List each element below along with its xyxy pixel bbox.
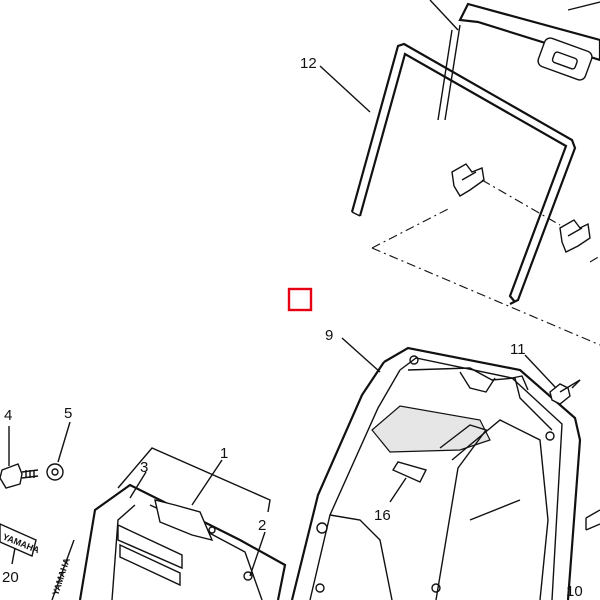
callout-2: 2: [258, 517, 266, 534]
part-1-front-cover[interactable]: YAMAHA: [50, 483, 287, 600]
part-12-seal-gasket[interactable]: [350, 42, 577, 305]
callout-10: 10: [566, 583, 583, 600]
leader-16: [389, 477, 407, 503]
leader-12: [319, 65, 371, 113]
part-11-bolt[interactable]: [549, 379, 581, 405]
assembly-line-lower: [371, 247, 600, 346]
red-highlight-marker: [287, 287, 313, 312]
assembly-line-clip-left: [371, 207, 451, 249]
callout-12: 12: [300, 55, 317, 72]
part-9-storage-box[interactable]: [290, 346, 582, 600]
leader-20: [11, 547, 16, 565]
gasket-clip-right[interactable]: [559, 219, 591, 253]
leader-3: [129, 471, 147, 499]
callout-1: 1: [220, 445, 228, 462]
callout-3: 3: [140, 459, 148, 476]
callout-4: 4: [4, 407, 12, 424]
leader-9: [341, 337, 381, 373]
side-yamaha-text: YAMAHA: [50, 556, 72, 596]
callout-20: 20: [2, 569, 19, 586]
part-5-washer[interactable]: [46, 463, 64, 481]
callout-16: 16: [374, 507, 391, 524]
leader-2: [249, 531, 266, 577]
assembly-line-clip-right: [481, 179, 561, 226]
assembly-line-edge: [589, 255, 600, 263]
bracket-group-1-2-3: [117, 447, 271, 513]
part-20-emblem[interactable]: YAMAHA: [0, 523, 41, 557]
part-10-edge-piece[interactable]: [585, 509, 600, 531]
leader-1: [191, 459, 223, 506]
callout-5: 5: [64, 405, 72, 422]
part-4-screw[interactable]: [0, 463, 39, 489]
part-16-pad[interactable]: [391, 461, 428, 483]
leader-11: [524, 354, 557, 389]
gasket-clip-left[interactable]: [451, 163, 485, 197]
callout-9: 9: [325, 327, 333, 344]
callout-11: 11: [510, 341, 526, 358]
leader-5: [57, 421, 71, 463]
part-lid-panel[interactable]: [429, 0, 600, 121]
